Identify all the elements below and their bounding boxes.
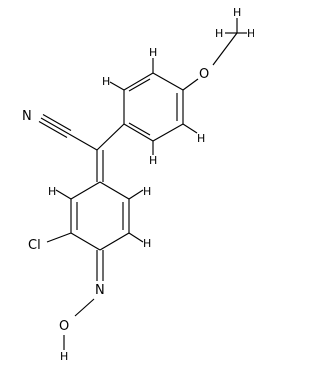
- H-ring2-lower-right: H: [143, 237, 151, 250]
- bond-methyl-O: [212, 32, 238, 66]
- H-methyl-right: H: [247, 27, 254, 40]
- ring2-H-left: [55, 189, 72, 200]
- nitrile-triple-3: [38, 121, 68, 138]
- ring1-bond-b: [152, 123, 184, 142]
- atom-N-nitrile: N: [22, 109, 32, 124]
- atom-Cl: Cl: [28, 238, 41, 253]
- atom-O-methoxy: O: [199, 67, 209, 82]
- ring1-bond-c: [123, 123, 154, 142]
- ring2-H-right: [128, 189, 144, 200]
- atom-O-oxime: O: [59, 319, 69, 334]
- bond-central-CN: [68, 133, 98, 151]
- H-ring2-right: H: [143, 185, 151, 198]
- ring1-double-3: [128, 78, 151, 92]
- ring1-H-bottom-right: [182, 123, 198, 134]
- ring2-bond-f: [99, 181, 130, 200]
- ring2-H-lower-right: [128, 232, 144, 243]
- H-hydroxyl: H: [60, 350, 68, 363]
- ring1-bond-f: [152, 72, 184, 91]
- bond-O-aryl: [182, 78, 199, 91]
- H-ring1-bottom-left: H: [149, 154, 157, 167]
- ring2-bond-d: [99, 232, 130, 251]
- ring2-bond-c: [70, 232, 101, 251]
- H-ring1-bottom-right: H: [197, 132, 205, 145]
- ring1-H-top-left: [109, 81, 125, 91]
- H-ring1-top-right: H: [149, 46, 157, 59]
- bond-aryl-central: [96, 123, 125, 151]
- ring1-bond-e: [123, 72, 154, 91]
- bond-Cl: [46, 232, 72, 243]
- ring1-double-2: [128, 122, 151, 136]
- H-methyl-left: H: [215, 27, 223, 40]
- atom-N-oxime: N: [95, 283, 105, 298]
- H-ring1-top-left: H: [102, 75, 110, 88]
- nitrile-triple-1: [40, 117, 70, 135]
- ring2-bond-a: [70, 181, 101, 200]
- molecule-structure-diagram: N O Cl N O H H H H H H H H H H H: [22, 6, 254, 363]
- H-ring2-left: H: [48, 185, 56, 198]
- nitrile-triple-2: [42, 114, 72, 131]
- H-methyl-top: H: [233, 6, 241, 19]
- bond-N-O: [74, 298, 95, 317]
